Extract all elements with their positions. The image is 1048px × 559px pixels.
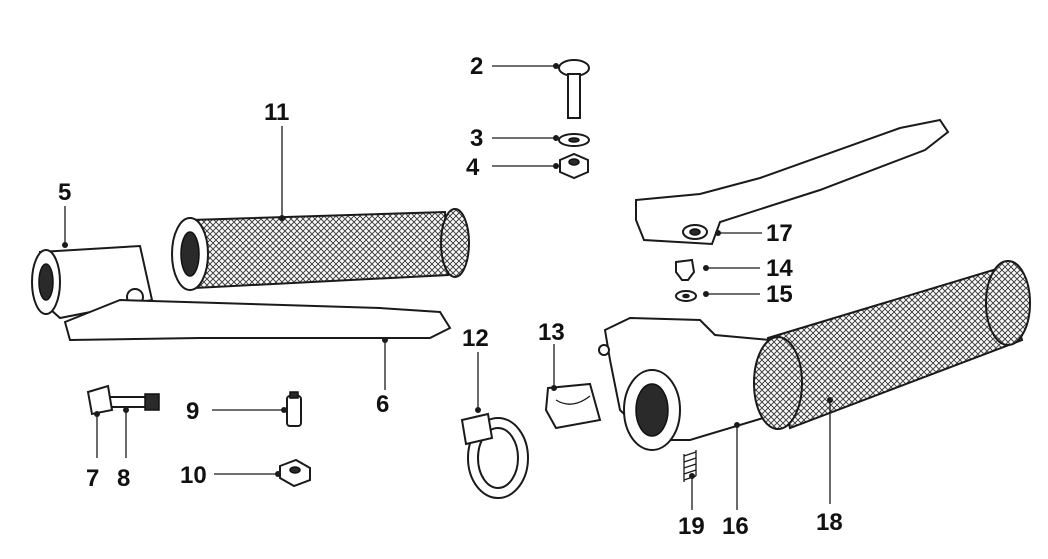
leader-lines [62, 63, 833, 510]
callout-7: 7 [86, 465, 99, 492]
callout-19: 19 [678, 513, 705, 540]
callout-16: 16 [722, 513, 749, 540]
clamp-ring [460, 412, 529, 499]
callout-14: 14 [766, 255, 793, 282]
callout-4: 4 [466, 154, 480, 181]
callout-12: 12 [462, 325, 489, 352]
callout-15: 15 [766, 281, 793, 308]
hex-nut-top [559, 152, 589, 180]
spring [683, 450, 697, 482]
adjuster-screw [86, 384, 160, 416]
callout-8: 8 [117, 465, 130, 492]
washer-top [558, 133, 590, 147]
throttle-slide [544, 382, 602, 430]
callout-10: 10 [180, 462, 207, 489]
left-grip [171, 208, 470, 291]
callout-18: 18 [816, 509, 843, 536]
callout-2: 2 [470, 53, 483, 80]
callout-3: 3 [470, 125, 483, 152]
left-lever [63, 298, 452, 342]
callout-11: 11 [264, 99, 289, 126]
callout-6: 6 [376, 391, 389, 418]
grease-nipple [675, 258, 696, 281]
callout-5: 5 [58, 179, 71, 206]
pivot-bolt [558, 59, 590, 119]
right-grip [753, 260, 1031, 430]
right-lever [635, 118, 950, 246]
callout-labels: 2 3 4 5 11 6 7 8 9 10 12 13 17 14 15 19 … [58, 53, 843, 540]
washer-small [675, 290, 697, 302]
callout-13: 13 [538, 319, 565, 346]
hex-nut-left [279, 458, 311, 488]
callout-9: 9 [186, 398, 199, 425]
callout-17: 17 [766, 220, 793, 247]
grub-screw [286, 391, 302, 427]
throttle-housing [598, 316, 792, 451]
